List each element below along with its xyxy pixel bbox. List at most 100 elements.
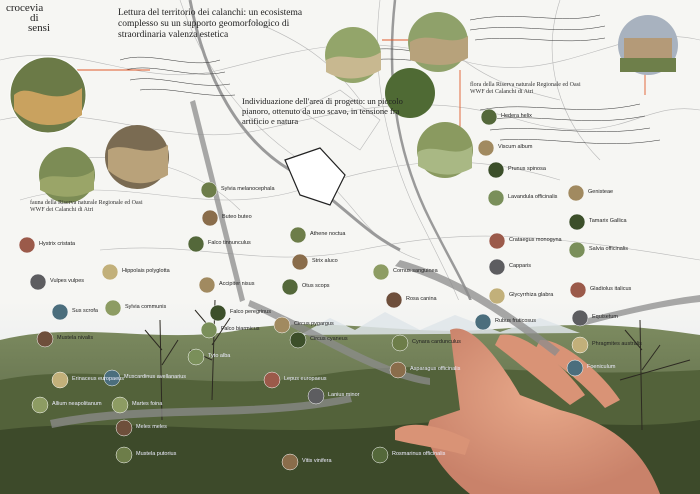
species-label-mustela-put: Mustela putorius	[136, 451, 177, 457]
species-label-glycyrrhiza: Glycyrrhiza glabra	[509, 292, 554, 298]
species-label-equisetum: Equisetum	[592, 314, 618, 320]
species-label-capparis: Capparis	[509, 263, 532, 269]
species-photo-asparagus	[389, 361, 407, 379]
species-label-falco-tinn: Falco tinnunculus	[208, 240, 251, 246]
species-photo-otus	[281, 278, 299, 296]
species-label-rosmarinus: Rosmarinus officinalis	[392, 451, 446, 457]
species-photo-rosmarinus	[371, 446, 389, 464]
species-photo-accipiter	[198, 276, 216, 294]
species-photo-muscardinus	[103, 369, 121, 387]
species-photo-cynara	[391, 334, 409, 352]
species-photo-circus2	[289, 331, 307, 349]
species-label-lanius: Lanius minor	[328, 392, 360, 398]
species-label-foeniculum: Foeniculum	[587, 364, 616, 370]
heading-fauna: fauna della Riserva naturale Regionale e…	[30, 200, 143, 213]
species-label-tyto: Tyto alba	[208, 353, 231, 359]
heading-calanchi: Lettura del territorio dei calanchi: un …	[118, 8, 303, 40]
species-label-viscum: Viscum album	[498, 144, 533, 150]
species-photo-falco-bia	[200, 321, 218, 339]
species-label-sus: Sus scrofa	[72, 308, 98, 314]
species-label-tamarix: Tamarix Gallica	[589, 218, 627, 224]
species-label-martes: Martes foina	[132, 401, 163, 407]
species-photo-crataegus	[488, 232, 506, 250]
species-photo-phragmites	[571, 336, 589, 354]
species-photo-vitis	[281, 453, 299, 471]
species-label-muscardinus: Muscardinus avellanarius	[124, 374, 187, 380]
landscape-circles	[9, 12, 678, 203]
species-label-mustela: Mustela nivalis	[57, 335, 94, 341]
species-photo-sylvia-comm	[104, 299, 122, 317]
species-label-strix: Strix aluco	[312, 258, 338, 264]
species-photo-rubus	[474, 313, 492, 331]
species-photo-athene	[289, 226, 307, 244]
species-label-salvia: Salvia officinalis	[589, 246, 629, 252]
species-label-circus: Circus pygargus	[294, 321, 334, 327]
species-photo-sus	[51, 303, 69, 321]
species-photo-tamarix	[568, 213, 586, 231]
species-photo-strix	[291, 253, 309, 271]
species-label-vulpes: Vulpes vulpes	[50, 278, 85, 284]
species-label-meles: Meles meles	[136, 424, 167, 430]
species-label-asparagus: Asparagus officinalis	[410, 366, 461, 372]
species-label-erinaceus: Erinaceus europaeus	[72, 376, 124, 382]
species-label-otus: Otus scops	[302, 283, 330, 289]
species-label-rosa: Rosa canina	[406, 296, 437, 302]
species-photo-buteo	[201, 209, 219, 227]
species-label-sylvia-comm: Sylvia communis	[125, 304, 167, 310]
species-photo-falco-tinn	[187, 235, 205, 253]
species-photo-hedera	[480, 108, 498, 126]
species-label-cornus: Cornus sanguinea	[393, 268, 438, 274]
species-photo-falco-per	[209, 304, 227, 322]
species-photo-viscum	[477, 139, 495, 157]
brand-line-2: di	[30, 11, 39, 24]
species-photo-rosa	[385, 291, 403, 309]
species-photo-prunus	[487, 161, 505, 179]
brand-logo: crocevia di sensi	[6, 2, 50, 34]
species-label-crataegus: Crataegus monogyna	[509, 237, 562, 243]
species-photo-gladiolus	[569, 281, 587, 299]
species-label-cynara: Cynara cardunculus	[412, 339, 461, 345]
species-label-vitis: Vitis vinifera	[302, 458, 332, 464]
species-photo-allium	[31, 396, 49, 414]
species-label-hippolais: Hippolais polyglotta	[122, 268, 170, 274]
species-label-lavandula: Lavandula officinalis	[508, 194, 558, 200]
species-label-buteo: Buteo buteo	[222, 214, 252, 220]
species-photo-sylvia	[200, 181, 218, 199]
species-photo-lavandula	[487, 189, 505, 207]
heading-flora: flora della Riserva naturale Regionale e…	[470, 82, 581, 95]
species-photo-cornus	[372, 263, 390, 281]
species-photo-circus	[273, 316, 291, 334]
species-photo-hystrix	[18, 236, 36, 254]
species-photo-meles	[115, 419, 133, 437]
species-photo-erinaceus	[51, 371, 69, 389]
species-photo-glycyrrhiza	[488, 287, 506, 305]
species-label-lepus: Lepus europaeus	[284, 376, 327, 382]
heading-area: Individuazione dell'area di progetto: un…	[242, 96, 403, 126]
species-photo-tyto	[187, 348, 205, 366]
species-photo-hippolais	[101, 263, 119, 281]
species-photo-foeniculum	[566, 359, 584, 377]
hand-image	[395, 328, 660, 494]
species-photo-mustela	[36, 330, 54, 348]
species-photo-mustela-put	[115, 446, 133, 464]
species-photo-lanius	[307, 387, 325, 405]
species-photo-equisetum	[571, 309, 589, 327]
species-label-prunus: Prunus spinosa	[508, 166, 546, 172]
species-label-genista: Genisteae	[588, 189, 614, 195]
species-photo-vulpes	[29, 273, 47, 291]
species-photo-genista	[567, 184, 585, 202]
brand-line-1: crocevia	[6, 2, 44, 14]
species-photo-capparis	[488, 258, 506, 276]
species-photo-lepus	[263, 371, 281, 389]
species-label-phragmites: Phragmites australis	[592, 341, 642, 347]
species-label-hedera: Hedera helix	[501, 113, 532, 119]
species-label-athene: Athene noctua	[310, 231, 346, 237]
species-label-circus2: Circus cyaneus	[310, 336, 348, 342]
species-label-accipiter: Accipiter nisus	[219, 281, 255, 287]
species-label-falco-bia: Falco biarmicus	[221, 326, 260, 332]
species-label-sylvia: Sylvia melanocephala	[221, 186, 275, 192]
species-label-rubus: Rubus fruticosus	[495, 318, 536, 324]
species-label-allium: Allium neapolitanum	[52, 401, 102, 407]
